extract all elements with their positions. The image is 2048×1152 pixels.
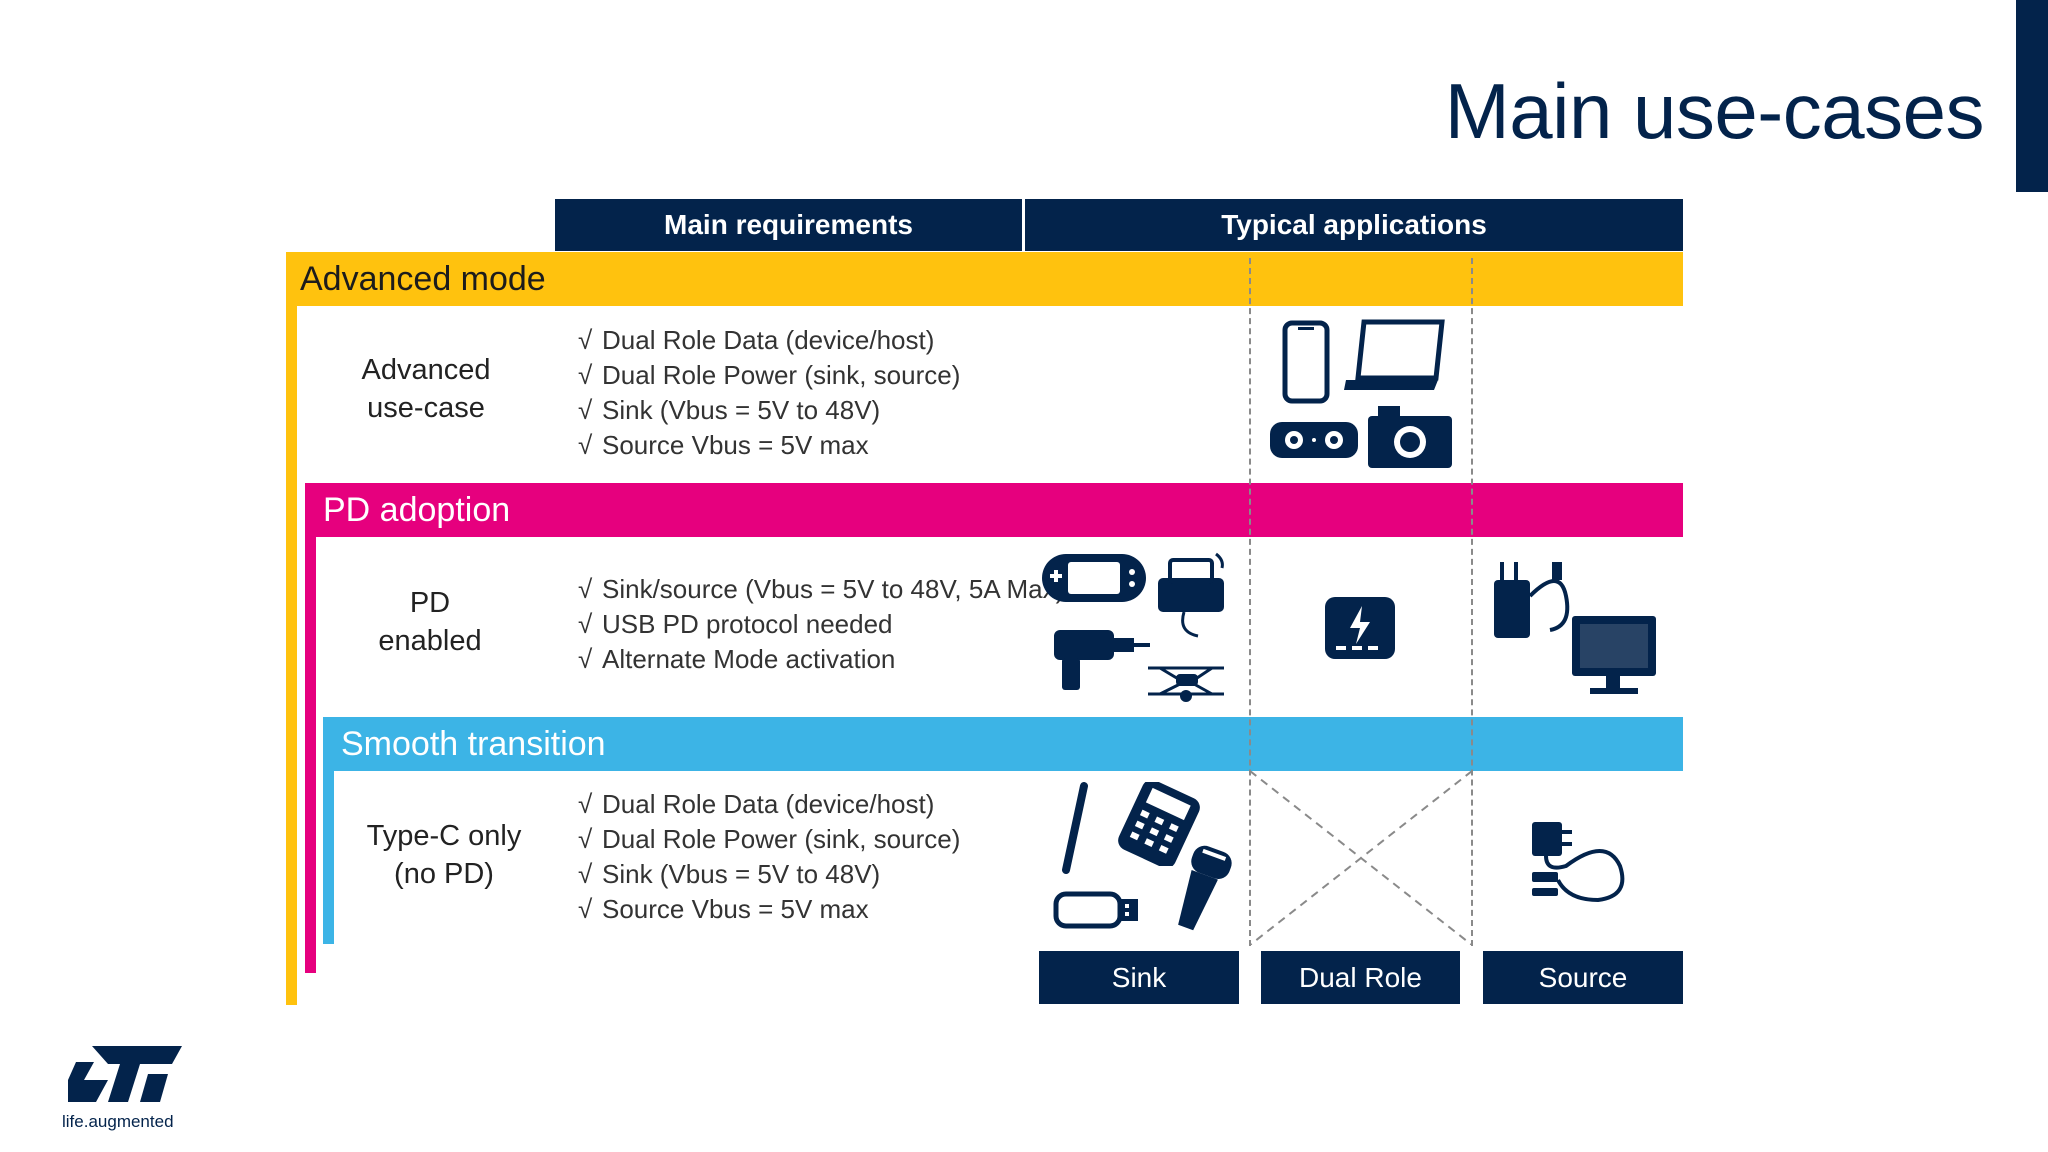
row-label-line: enabled — [378, 625, 482, 657]
footer-source: Source — [1483, 951, 1683, 1004]
not-applicable-cross — [1250, 771, 1472, 945]
row-label-type-c: Type-C only (no PD) — [324, 817, 564, 893]
requirement-item: √Dual Role Data (device/host) — [578, 325, 935, 355]
requirement-item: √USB PD protocol needed — [578, 609, 893, 639]
laptop-icon — [1344, 319, 1445, 390]
band-advanced-mode: Advanced mode — [286, 252, 1683, 306]
usb-stick-icon — [1053, 891, 1138, 929]
footer-dual-role: Dual Role — [1261, 951, 1460, 1004]
requirement-item: √Source Vbus = 5V max — [578, 894, 869, 924]
st-logo-icon — [68, 1046, 182, 1102]
camera-icon — [1368, 406, 1452, 468]
requirements-type-c: √Dual Role Data (device/host) √Dual Role… — [578, 787, 960, 927]
row-label-line: (no PD) — [394, 858, 494, 890]
requirement-item: √Dual Role Power (sink, source) — [578, 360, 961, 390]
speaker-icon — [1270, 422, 1358, 458]
monitor-icon — [1572, 616, 1656, 694]
power-adapter-icon — [1494, 562, 1570, 638]
smartphone-icon — [1282, 320, 1330, 404]
header-main-requirements: Main requirements — [555, 199, 1022, 251]
pd-adoption-side-bar — [305, 537, 316, 973]
drill-icon — [1054, 630, 1150, 690]
requirements-advanced: √Dual Role Data (device/host) √Dual Role… — [578, 323, 960, 463]
band-smooth-transition: Smooth transition — [323, 717, 1683, 771]
row-label-advanced: Advanced use-case — [306, 351, 546, 427]
payment-terminal-icon — [1118, 782, 1200, 866]
requirement-item: √Sink (Vbus = 5V to 48V) — [578, 395, 881, 425]
band-pd-adoption: PD adoption — [305, 483, 1683, 537]
row-label-line: Type-C only — [366, 820, 522, 852]
header-typical-applications: Typical applications — [1025, 199, 1683, 251]
requirement-item: √Sink/source (Vbus = 5V to 48V, 5A Max) — [578, 574, 1065, 604]
game-console-icon — [1042, 554, 1146, 602]
requirement-item: √Source Vbus = 5V max — [578, 430, 869, 460]
footer-sink: Sink — [1039, 951, 1239, 1004]
shaver-icon — [1178, 845, 1232, 931]
requirement-item: √Dual Role Power (sink, source) — [578, 824, 961, 854]
row-label-line: Advanced — [361, 354, 491, 386]
requirements-pd: √Sink/source (Vbus = 5V to 48V, 5A Max) … — [578, 572, 1064, 677]
row-label-line: PD — [409, 587, 451, 619]
router-icon — [1158, 552, 1224, 638]
drone-icon — [1148, 666, 1224, 702]
slide-title: Main use-cases — [1444, 67, 1985, 155]
row-label-line: use-case — [367, 392, 485, 424]
requirement-item: √Alternate Mode activation — [578, 644, 896, 674]
smooth-transition-side-bar — [323, 771, 334, 944]
logo-tagline: life.augmented — [62, 1112, 174, 1131]
e-cigarette-icon — [1062, 782, 1088, 874]
divider-dualrole-source — [1471, 258, 1473, 946]
charger-icon — [1532, 822, 1625, 903]
power-bank-icon — [1325, 597, 1395, 659]
advanced-mode-side-bar — [286, 306, 297, 1005]
divider-sink-dualrole — [1249, 258, 1251, 946]
edge-tab — [2016, 0, 2048, 192]
requirement-item: √Sink (Vbus = 5V to 48V) — [578, 859, 881, 889]
row-label-pd: PD enabled — [310, 584, 550, 660]
requirement-item: √Dual Role Data (device/host) — [578, 789, 935, 819]
